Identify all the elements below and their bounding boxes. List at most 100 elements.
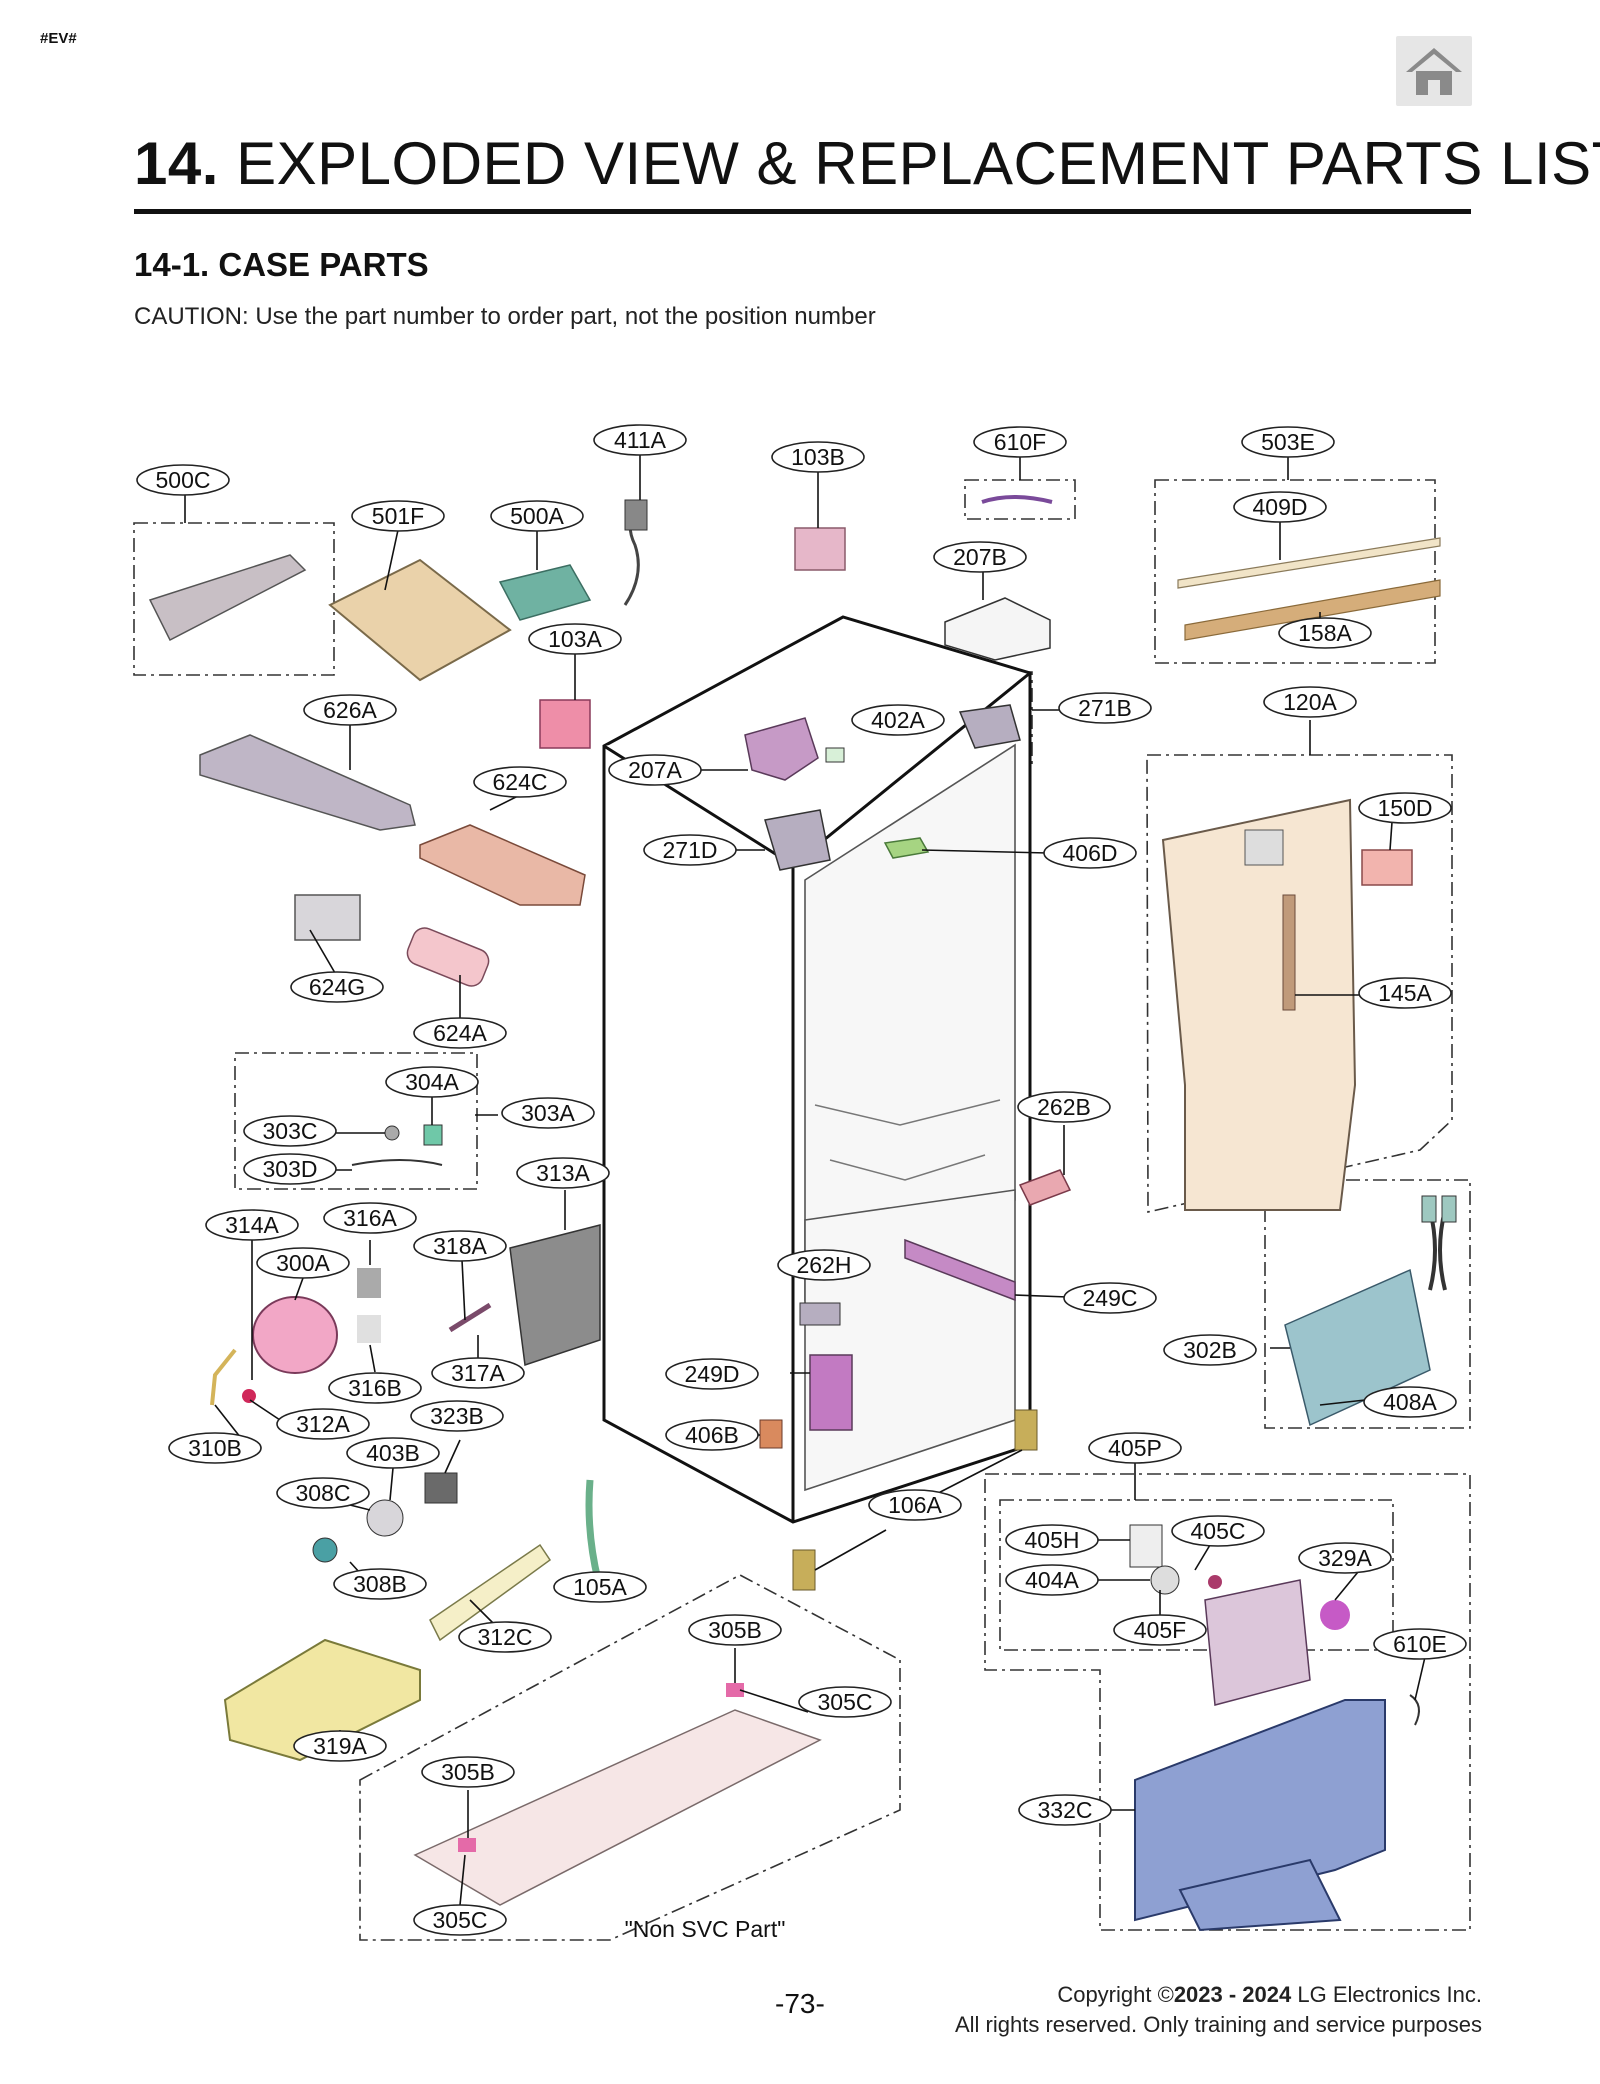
svg-text:103B: 103B <box>791 444 845 470</box>
label-312A: 312A <box>276 1408 370 1440</box>
svg-text:406B: 406B <box>685 1422 739 1448</box>
svg-text:317A: 317A <box>451 1360 505 1386</box>
label-300A: 300A <box>256 1247 350 1279</box>
svg-text:316A: 316A <box>343 1205 397 1231</box>
label-302B: 302B <box>1163 1334 1257 1366</box>
exploded-view-diagram: 500C 501F 500A 411A 103B 610F 503E 409D … <box>133 424 1471 1942</box>
svg-text:305B: 305B <box>441 1759 495 1785</box>
label-207A: 207A <box>608 754 702 786</box>
label-103B: 103B <box>771 441 865 473</box>
svg-text:312C: 312C <box>478 1624 533 1650</box>
label-249D: 249D <box>665 1358 759 1390</box>
label-305C-lower: 305C <box>413 1904 507 1936</box>
svg-text:305B: 305B <box>708 1617 762 1643</box>
label-404A: 404A <box>1005 1564 1099 1596</box>
label-405C: 405C <box>1171 1515 1265 1547</box>
label-408A: 408A <box>1363 1386 1457 1418</box>
svg-text:300A: 300A <box>276 1250 330 1276</box>
label-332C: 332C <box>1018 1794 1112 1826</box>
label-271B: 271B <box>1058 692 1152 724</box>
svg-text:302B: 302B <box>1183 1337 1237 1363</box>
svg-text:624G: 624G <box>309 974 365 1000</box>
label-105A: 105A <box>553 1571 647 1603</box>
svg-text:303C: 303C <box>263 1118 318 1144</box>
label-329A: 329A <box>1298 1542 1392 1574</box>
label-316A: 316A <box>323 1202 417 1234</box>
svg-text:249C: 249C <box>1083 1285 1138 1311</box>
label-406D: 406D <box>1043 837 1137 869</box>
rights-notice: All rights reserved. Only training and s… <box>954 2012 1482 2037</box>
svg-text:405H: 405H <box>1025 1527 1080 1553</box>
svg-text:271D: 271D <box>663 837 718 863</box>
svg-text:332C: 332C <box>1038 1797 1093 1823</box>
label-626A: 626A <box>303 694 397 726</box>
label-145A: 145A <box>1358 977 1452 1009</box>
label-207B: 207B <box>933 541 1027 573</box>
svg-text:503E: 503E <box>1261 429 1315 455</box>
label-500C: 500C <box>136 464 230 496</box>
label-314A: 314A <box>205 1209 299 1241</box>
svg-text:262H: 262H <box>797 1252 852 1278</box>
title-rule <box>134 209 1471 214</box>
label-120A: 120A <box>1263 686 1357 718</box>
svg-text:308B: 308B <box>353 1571 407 1597</box>
svg-text:323B: 323B <box>430 1403 484 1429</box>
label-310B: 310B <box>168 1432 262 1464</box>
svg-text:610F: 610F <box>994 429 1046 455</box>
label-303C: 303C <box>243 1115 337 1147</box>
svg-text:402A: 402A <box>871 707 925 733</box>
label-405H: 405H <box>1005 1524 1099 1556</box>
svg-text:624A: 624A <box>433 1020 487 1046</box>
svg-text:103A: 103A <box>548 626 602 652</box>
svg-text:314A: 314A <box>225 1212 279 1238</box>
label-262B: 262B <box>1017 1091 1111 1123</box>
svg-text:405F: 405F <box>1134 1617 1186 1643</box>
svg-text:305C: 305C <box>433 1907 488 1933</box>
svg-text:271B: 271B <box>1078 695 1132 721</box>
svg-text:249D: 249D <box>685 1361 740 1387</box>
svg-text:106A: 106A <box>888 1492 942 1518</box>
label-158A: 158A <box>1278 617 1372 649</box>
non-svc-note: "Non SVC Part" <box>625 1916 786 1942</box>
svg-text:120A: 120A <box>1283 689 1337 715</box>
svg-text:626A: 626A <box>323 697 377 723</box>
svg-text:207B: 207B <box>953 544 1007 570</box>
svg-text:308C: 308C <box>296 1480 351 1506</box>
home-button[interactable] <box>1396 36 1472 106</box>
svg-text:304A: 304A <box>405 1069 459 1095</box>
copyright-notice: Copyright ©2023 - 2024 LG Electronics In… <box>955 1980 1482 2040</box>
caution-note: CAUTION: Use the part number to order pa… <box>134 303 876 330</box>
label-500A: 500A <box>490 500 584 532</box>
label-303A: 303A <box>501 1097 595 1129</box>
label-305B: 305B <box>688 1614 782 1646</box>
svg-text:409D: 409D <box>1253 494 1308 520</box>
svg-text:310B: 310B <box>188 1435 242 1461</box>
section-title: 14-1. CASE PARTS <box>134 246 429 283</box>
label-271D: 271D <box>643 834 737 866</box>
label-304A: 304A <box>385 1066 479 1098</box>
label-318A: 318A <box>413 1230 507 1262</box>
label-262H: 262H <box>777 1249 871 1281</box>
svg-text:150D: 150D <box>1378 795 1433 821</box>
svg-text:405C: 405C <box>1191 1518 1246 1544</box>
label-501F: 501F <box>351 500 445 532</box>
copyright-years: 2023 - 2024 <box>1173 1982 1292 2007</box>
svg-text:105A: 105A <box>573 1574 627 1600</box>
label-624A: 624A <box>413 1017 507 1049</box>
svg-text:329A: 329A <box>1318 1545 1372 1571</box>
label-503E: 503E <box>1241 426 1335 458</box>
label-624G: 624G <box>290 971 384 1003</box>
label-405P: 405P <box>1088 1432 1182 1464</box>
label-249C: 249C <box>1063 1282 1157 1314</box>
svg-text:405P: 405P <box>1108 1435 1162 1461</box>
svg-text:610E: 610E <box>1393 1631 1447 1657</box>
svg-text:316B: 316B <box>348 1375 402 1401</box>
svg-text:408A: 408A <box>1383 1389 1437 1415</box>
label-308C: 308C <box>276 1477 370 1509</box>
label-406B: 406B <box>665 1419 759 1451</box>
svg-text:406D: 406D <box>1063 840 1118 866</box>
label-411A: 411A <box>593 424 687 456</box>
copyright-suffix: LG Electronics Inc. <box>1291 1982 1482 2007</box>
svg-text:262B: 262B <box>1037 1094 1091 1120</box>
label-308B: 308B <box>333 1568 427 1600</box>
